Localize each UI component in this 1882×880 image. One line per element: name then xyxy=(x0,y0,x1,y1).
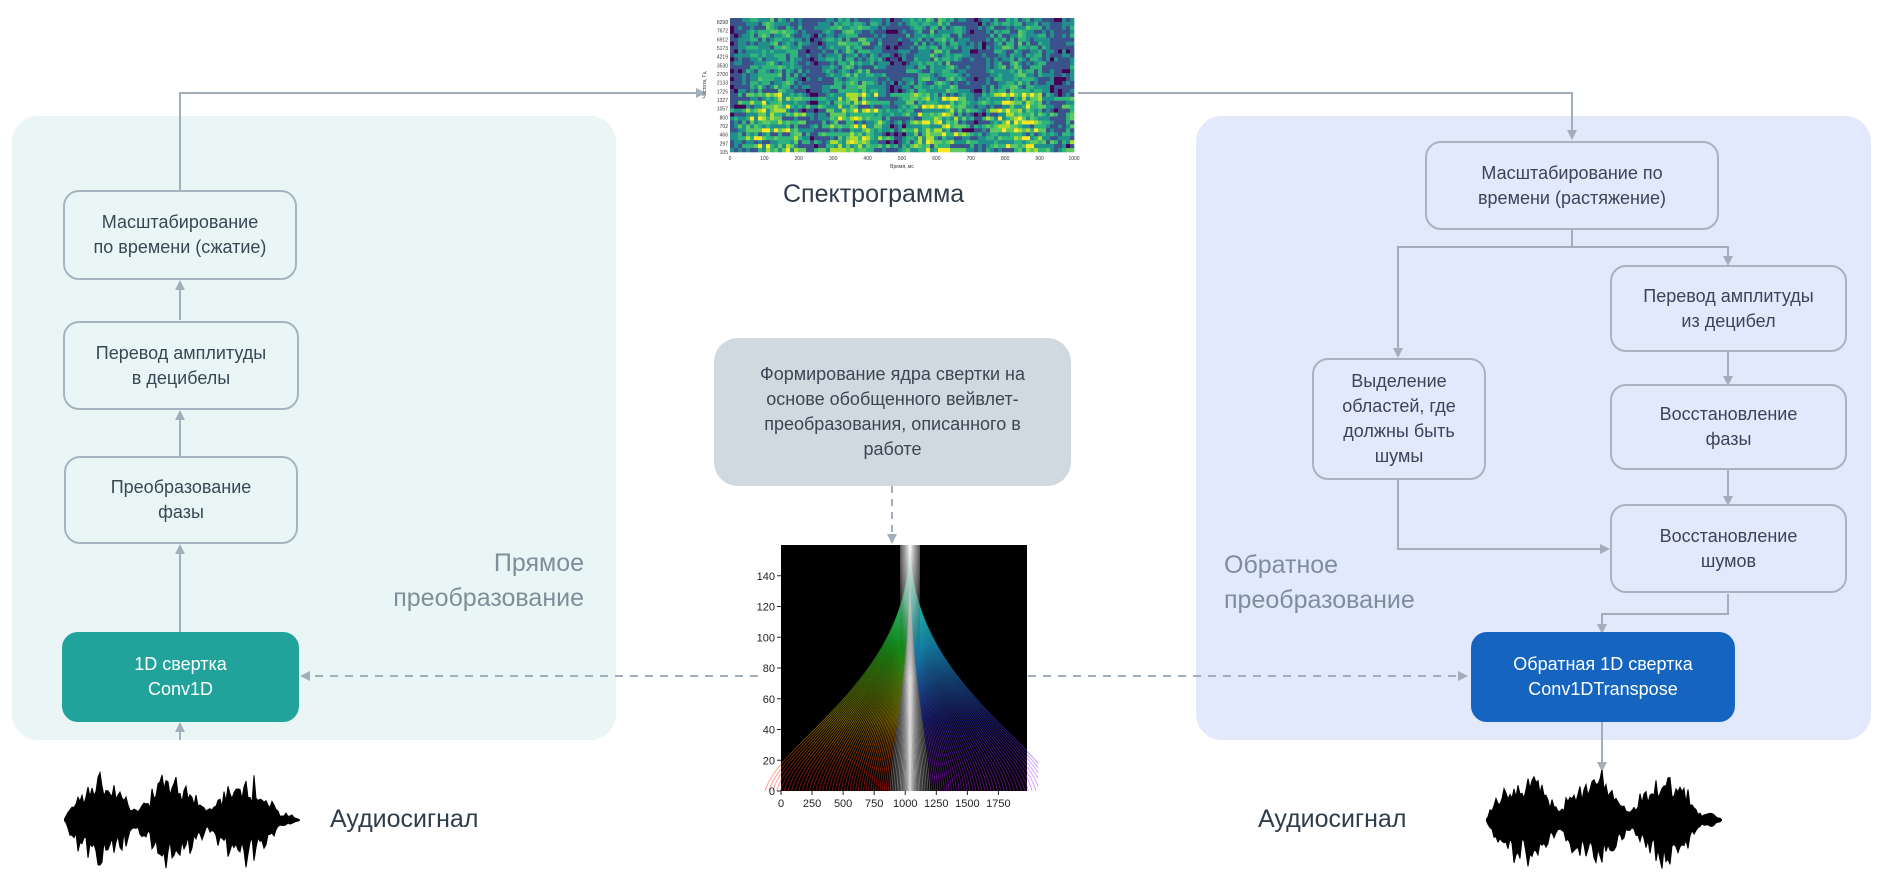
spectrogram-y-tick: 2700 xyxy=(717,72,728,78)
spectrogram-y-tick: 7672 xyxy=(717,29,728,35)
forward-transform-label: Прямое преобразование xyxy=(393,549,584,612)
spectrogram-caption: Спектрограмма xyxy=(783,180,965,208)
wavelet-kernel-plot: 0 20 40 60 80 100 120 140 0 250 500 750 1000 1250 150… xyxy=(757,544,1038,810)
arrow-timescale-to-spectrogram xyxy=(179,88,706,190)
spectrogram-y-tick: 5173 xyxy=(717,46,728,52)
spectrogram-y-tick: 105 xyxy=(720,150,729,156)
kernel-y-tick: 80 xyxy=(763,663,775,675)
spectrogram-x-tick: 600 xyxy=(932,156,941,162)
spectrogram-xlabel: Время, мс xyxy=(890,164,914,170)
spectrogram-y-tick: 6912 xyxy=(717,37,728,43)
audio-caption-input: Аудиосигнал xyxy=(330,805,479,833)
spectrogram-y-tick: 297 xyxy=(720,141,729,147)
amplitude-to-db-box: Перевод амплитуды в децибелы xyxy=(63,321,299,410)
time-scale-compress-box: Масштабирование по времени (сжатие) xyxy=(63,190,297,280)
noise-regions-box: Выделение областей, где должны быть шумы xyxy=(1312,358,1486,480)
kernel-y-tick: 0 xyxy=(769,786,775,798)
spectrogram-y-tick: 1725 xyxy=(717,89,728,95)
spectrogram-y-tick: 800 xyxy=(720,115,729,121)
kernel-x-tick: 1500 xyxy=(955,798,979,810)
time-scale-stretch-box: Масштабирование по времени (растяжение) xyxy=(1425,141,1719,230)
spectrogram-x-tick: 1000 xyxy=(1068,156,1079,162)
arrow-noise-to-inverse-conv xyxy=(1597,594,1729,634)
arrow-noise-regions-to-noise xyxy=(1397,480,1610,554)
spectrogram-x-tick: 300 xyxy=(829,156,838,162)
spectrogram-y-tick: 466 xyxy=(720,133,729,139)
kernel-x-tick: 1250 xyxy=(924,798,948,810)
spectrogram-x-tick: 800 xyxy=(1001,156,1010,162)
spectrogram-x-tick: 200 xyxy=(795,156,804,162)
kernel-x-tick: 1750 xyxy=(986,798,1010,810)
spectrogram-y-tick: 4219 xyxy=(717,55,728,61)
audio-waveform-output xyxy=(1486,770,1722,869)
conv1d-transpose-box: Обратная 1D свертка Conv1DTranspose xyxy=(1471,632,1735,722)
spectrogram-x-tick: 0 xyxy=(729,156,732,162)
spectrogram-y-tick: 702 xyxy=(720,124,729,130)
arrow-timescale-to-noise-regions xyxy=(1393,230,1573,358)
kernel-formation-box: Формирование ядра свертки на основе обоб… xyxy=(714,338,1071,486)
spectrogram-ylabel: Частота, Гц xyxy=(702,71,708,98)
audio-caption-output: Аудиосигнал xyxy=(1258,805,1407,833)
kernel-x-tick: 0 xyxy=(778,798,784,810)
arrow-timescale-to-amplitude xyxy=(1572,246,1733,266)
conv1d-box: 1D свертка Conv1D xyxy=(62,632,299,722)
kernel-x-tick: 750 xyxy=(865,798,883,810)
spectrogram-y-tick: 2133 xyxy=(717,81,728,87)
kernel-x-tick: 1000 xyxy=(893,798,917,810)
audio-waveform-input xyxy=(64,770,300,869)
arrow-spectrogram-to-timescale xyxy=(1078,92,1577,140)
kernel-y-tick: 60 xyxy=(763,694,775,706)
spectrogram-y-tick: 1057 xyxy=(717,107,728,113)
kernel-y-tick: 20 xyxy=(763,755,775,767)
phase-restore-box: Восстановление фазы xyxy=(1610,384,1847,470)
inverse-transform-label: Обратное преобразование xyxy=(1224,551,1415,614)
spectrogram-x-tick: 100 xyxy=(760,156,769,162)
kernel-center-glow xyxy=(900,545,920,693)
spectrogram-y-tick: 1327 xyxy=(717,98,728,104)
spectrogram-y-tick: 3530 xyxy=(717,63,728,69)
spectrogram-x-tick: 500 xyxy=(898,156,907,162)
noise-restore-box: Восстановление шумов xyxy=(1610,504,1847,593)
kernel-y-tick: 140 xyxy=(757,571,775,583)
spectrogram-x-tick: 400 xyxy=(863,156,872,162)
phase-transform-box: Преобразование фазы xyxy=(64,456,298,544)
kernel-y-tick: 120 xyxy=(757,602,775,614)
kernel-y-tick: 100 xyxy=(757,632,775,644)
spectrogram-y-tick: 8298 xyxy=(717,20,728,26)
spectrogram-image: 8298 7672 6912 5173 4219 3530 2700 2133 1725 1327… xyxy=(702,18,1080,170)
spectrogram-x-tick: 900 xyxy=(1035,156,1044,162)
kernel-x-tick: 250 xyxy=(803,798,821,810)
spectrogram-x-tick: 700 xyxy=(967,156,976,162)
kernel-x-tick: 500 xyxy=(834,798,852,810)
kernel-y-tick: 40 xyxy=(763,725,775,737)
amplitude-from-db-box: Перевод амплитуды из децибел xyxy=(1610,265,1847,352)
